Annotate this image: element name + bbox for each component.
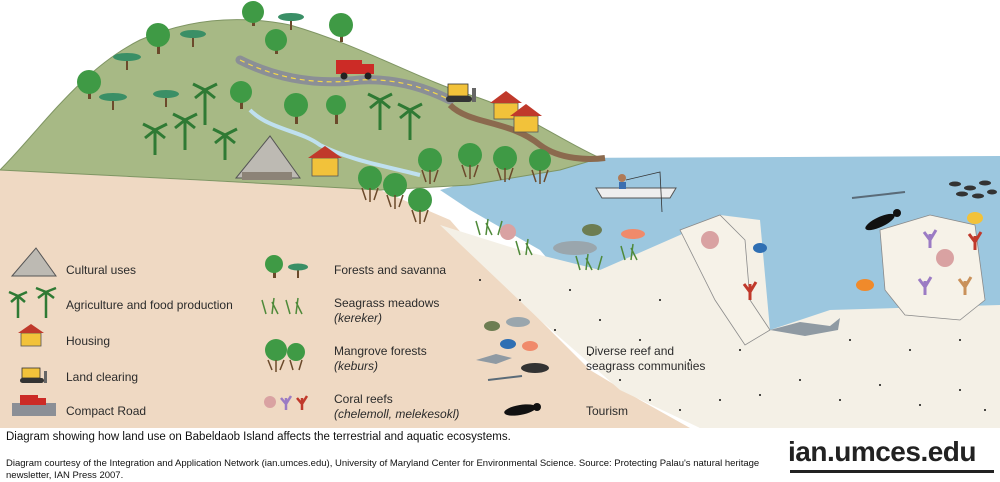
houses <box>308 91 542 177</box>
figure-caption: Diagram showing how land use on Babeldao… <box>6 431 511 443</box>
shore-mangroves <box>358 143 551 224</box>
tree-icon <box>242 1 264 26</box>
savanna-tree-icon <box>278 13 304 30</box>
legend-mangrove-local: (keburs) <box>334 359 379 373</box>
hill-trees <box>77 1 353 124</box>
tree-icon <box>77 70 101 99</box>
reef-wall-right <box>879 214 986 321</box>
legend-seagrass-local: (kereker) <box>334 311 383 325</box>
legend-seagrass-name: Seagrass meadows <box>334 296 440 310</box>
bulldozer <box>446 83 476 102</box>
seagrass-icon <box>261 297 303 315</box>
savanna-tree-icon <box>99 93 127 110</box>
reef-fish <box>856 279 874 291</box>
land-clearing-icon <box>20 367 47 383</box>
compact-road-icon <box>12 395 56 416</box>
credit-line: Diagram courtesy of the Integration and … <box>6 458 760 481</box>
road-centerline <box>239 59 451 101</box>
housing-icon <box>18 324 44 347</box>
reef-shark <box>770 318 840 336</box>
sea-turtle <box>582 224 602 236</box>
brand-underline <box>790 470 994 473</box>
tree-icon <box>326 95 346 124</box>
legend-coral-name: Coral reefs <box>334 392 393 406</box>
savanna-tree-icon <box>180 30 206 47</box>
savanna-tree-icon <box>153 90 179 107</box>
needlefish <box>851 191 906 199</box>
legend-coral: Coral reefs (chelemoll, melekesokl) <box>334 392 459 422</box>
reef-fish <box>621 229 645 239</box>
forest-savanna-icon <box>265 255 308 278</box>
bai-meeting-house <box>234 135 301 180</box>
cultural-uses-icon <box>10 247 57 277</box>
legend-mangrove-name: Mangrove forests <box>334 344 427 358</box>
dugong <box>553 241 597 255</box>
legend-land-clearing: Land clearing <box>66 370 139 384</box>
legend-reef-communities: Diverse reef and seagrass communities <box>586 344 706 373</box>
legend-seagrass: Seagrass meadows (kereker) <box>334 296 439 326</box>
legend-mangrove: Mangrove forests (keburs) <box>334 344 427 374</box>
legend-cultural-uses: Cultural uses <box>66 263 137 277</box>
ian-brand-logo[interactable]: ian.umces.edu <box>788 436 977 467</box>
reef-communities-icon <box>476 317 549 381</box>
legend-agriculture: Agriculture and food production <box>66 298 233 312</box>
tree-icon <box>265 29 287 54</box>
tree-icon <box>146 23 170 54</box>
tree-icon <box>230 81 252 109</box>
stream <box>248 108 421 177</box>
tree-icon <box>329 13 353 42</box>
coral-reef-icon <box>264 395 309 410</box>
reef-fish <box>753 243 767 253</box>
legend-forests-savanna: Forests and savanna <box>334 263 447 277</box>
sand-dots <box>479 279 986 411</box>
reef-fish <box>967 212 983 224</box>
mangrove-icon <box>265 339 305 372</box>
fishing-boat <box>595 171 677 213</box>
tourism-diver-icon <box>504 403 541 416</box>
seagrass-beds <box>475 218 638 271</box>
sediment-plume <box>447 102 606 162</box>
tree-icon <box>284 93 308 124</box>
dump-truck <box>336 60 374 80</box>
fish-school <box>949 180 997 199</box>
savanna-tree-icon <box>113 53 141 70</box>
coral-formations <box>500 224 983 300</box>
legend-coral-local: (chelemoll, melekesokl) <box>334 407 460 421</box>
legend-housing: Housing <box>66 334 111 348</box>
legend-icons <box>8 247 549 416</box>
legend-compact-road: Compact Road <box>66 404 147 418</box>
legend-tourism: Tourism <box>586 404 629 418</box>
agriculture-icon <box>8 286 57 318</box>
scuba-diver <box>865 209 901 231</box>
soil-cross-section <box>0 170 690 428</box>
palm-trees <box>142 82 423 160</box>
